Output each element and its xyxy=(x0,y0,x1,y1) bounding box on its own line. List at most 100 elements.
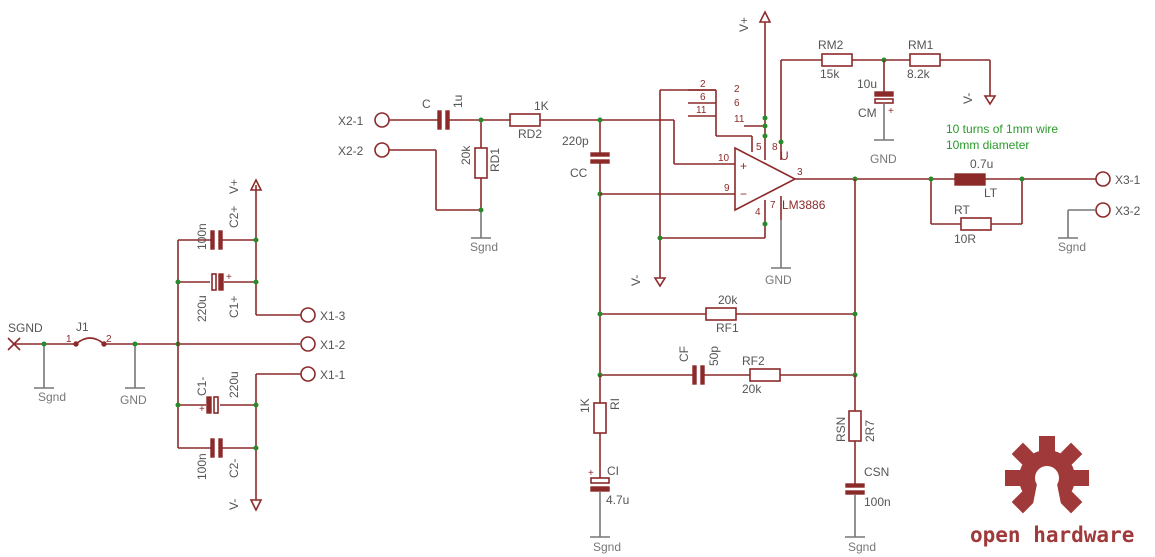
x1-3-label: X1-3 xyxy=(320,309,346,323)
resistor-rsn[interactable] xyxy=(848,410,862,442)
vplus-arrow-top-icon xyxy=(758,10,772,23)
ci-name: CI xyxy=(607,464,619,478)
connector-x2-1[interactable] xyxy=(374,112,390,128)
connector-x1-2[interactable] xyxy=(300,336,316,352)
capacitor-c-input[interactable] xyxy=(437,110,450,130)
j1-pin1: 1 xyxy=(66,334,72,345)
rsn-name: RSN xyxy=(834,417,848,442)
opamp-plus-sign: + xyxy=(740,159,747,173)
c1-plus-polarity: + xyxy=(226,272,232,283)
sgnd-ground-symbol-csn xyxy=(845,494,865,538)
connector-x2-2[interactable] xyxy=(374,142,390,158)
gnd-ground-label: GND xyxy=(120,393,147,407)
opamp-lm3886[interactable]: + − U LM3886 xyxy=(734,146,826,212)
sgnd-ground-label: Sgnd xyxy=(38,390,66,404)
cc-value: 220p xyxy=(562,134,589,148)
resistor-rd2[interactable] xyxy=(509,113,541,127)
x2-1-label: X2-1 xyxy=(338,114,364,128)
input-section: X2-1 X2-2 C 1u 1K RD2 20k RD1 xyxy=(338,95,674,375)
open-hardware-logo: open hardware xyxy=(970,436,1134,547)
opamp-wiring: 10 9 2 6 11 2 6 11 V+ 5 8 4 7 xyxy=(600,10,855,288)
sgnd-ground-label-input: Sgnd xyxy=(470,240,498,254)
resistor-rd1[interactable] xyxy=(474,147,488,179)
sgnd-ground-label-output: Sgnd xyxy=(1058,240,1086,254)
capacitor-cm[interactable]: + xyxy=(874,91,894,117)
c2-plus-value: 100n xyxy=(195,223,209,250)
gnd-ground-symbol-cm xyxy=(874,103,894,141)
vminus-arrow-mid-icon xyxy=(653,277,667,288)
rt-name: RT xyxy=(954,203,970,217)
rf1-name: RF1 xyxy=(716,321,739,335)
rd1-name: RD1 xyxy=(488,148,502,172)
pin-11a-label: 11 xyxy=(696,105,707,116)
c1-minus-value: 220u xyxy=(227,371,241,398)
capacitor-ci[interactable]: + xyxy=(588,468,610,492)
ri-value: 1K xyxy=(578,398,592,413)
connector-x1-1[interactable] xyxy=(300,366,316,382)
c1-minus-name: C1- xyxy=(195,377,209,396)
c2-minus-value: 100n xyxy=(195,453,209,480)
pin-4-label: 4 xyxy=(755,207,761,218)
csn-value: 100n xyxy=(864,495,891,509)
rd2-name: RD2 xyxy=(518,127,542,141)
x3-1-label: X3-1 xyxy=(1115,173,1141,187)
gnd-ground-symbol-opamp xyxy=(771,220,791,269)
resistor-rf2[interactable] xyxy=(749,368,781,382)
pin-6a-label: 6 xyxy=(700,92,706,103)
vminus-label-left: V- xyxy=(227,499,241,510)
rsn-value: 2R7 xyxy=(863,420,877,442)
x1-2-label: X1-2 xyxy=(320,338,346,352)
jumper-j1[interactable] xyxy=(73,337,107,347)
rf2-value: 20k xyxy=(742,382,762,396)
pin-9-label: 9 xyxy=(724,183,730,194)
opamp-triangle xyxy=(734,146,797,212)
x2-2-label: X2-2 xyxy=(338,144,364,158)
connector-x3-1[interactable] xyxy=(1095,171,1111,187)
pin-5-label: 5 xyxy=(756,142,762,153)
power-input-section: SGND J1 1 2 Sgnd GND xyxy=(7,178,346,512)
open-hardware-text: open hardware xyxy=(970,523,1134,547)
resistor-rm2[interactable] xyxy=(821,53,853,67)
c-input-name: C xyxy=(422,97,431,111)
c2-plus-name: C2+ xyxy=(227,206,241,228)
sgnd-ground-label-csn: Sgnd xyxy=(848,540,876,554)
capacitor-cc[interactable] xyxy=(590,152,610,164)
c1-minus-polarity: + xyxy=(199,404,205,415)
connector-x1-3[interactable] xyxy=(300,307,316,323)
sgnd-ground-symbol-input xyxy=(471,210,491,239)
capacitor-csn[interactable] xyxy=(845,483,865,495)
sgnd-ground-symbol xyxy=(34,344,54,389)
c2-minus-name: C2- xyxy=(227,459,241,478)
pin-8-label: 8 xyxy=(772,142,778,153)
resistor-rf1[interactable] xyxy=(705,307,737,321)
pin-2a-label: 2 xyxy=(700,79,706,90)
rf2-name: RF2 xyxy=(742,354,765,368)
resistor-rm1[interactable] xyxy=(909,53,941,67)
rm2-value: 15k xyxy=(820,67,840,81)
capacitor-c1-plus[interactable]: + xyxy=(178,272,256,291)
vminus-arrow-right-icon xyxy=(983,95,997,106)
cm-value: 10u xyxy=(857,77,877,91)
vplus-arrow-icon xyxy=(249,178,263,191)
sgnd-ground-symbol-output xyxy=(1058,209,1096,239)
resistor-ri[interactable] xyxy=(593,402,607,434)
resistor-rt[interactable] xyxy=(960,217,992,231)
capacitor-c2-plus[interactable] xyxy=(178,230,256,250)
inductor-lt[interactable] xyxy=(954,173,986,186)
rm1-name: RM1 xyxy=(908,38,934,52)
capacitor-c1-minus[interactable]: + xyxy=(178,396,256,415)
capacitor-cf[interactable] xyxy=(692,365,705,385)
mute-circuit: RM2 15k RM1 8.2k V- + 10u CM GND xyxy=(818,38,997,166)
cm-polarity: + xyxy=(888,106,894,117)
gnd-label-cm: GND xyxy=(870,152,897,166)
rd1-value: 20k xyxy=(459,145,473,165)
connector-x3-2[interactable] xyxy=(1095,202,1111,218)
vminus-arrow-icon xyxy=(249,499,263,512)
feedback-network: 20k RF1 CF 50p RF2 20k 1K RI + xyxy=(578,179,891,554)
j1-label: J1 xyxy=(76,320,89,334)
c1-plus-value: 220u xyxy=(195,295,209,322)
capacitor-c2-minus[interactable] xyxy=(178,438,256,458)
lt-name: LT xyxy=(984,186,998,200)
